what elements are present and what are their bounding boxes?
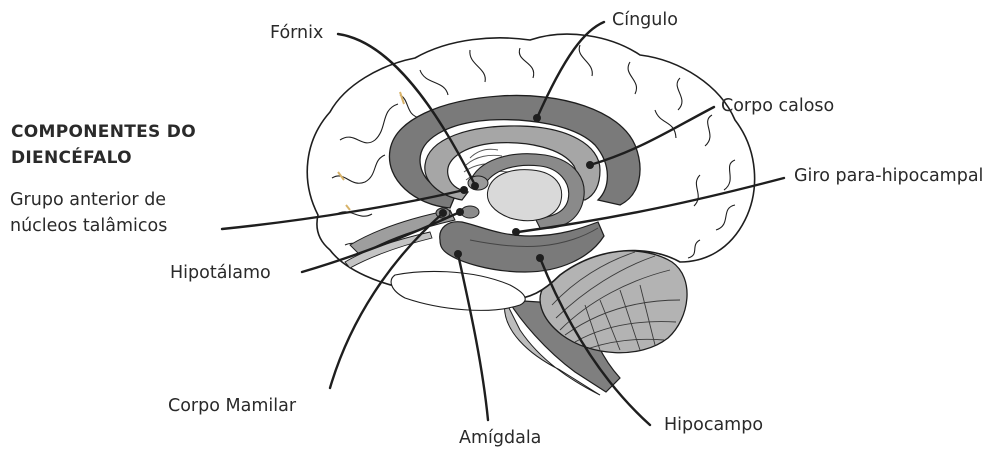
label-hipotalamo: Hipotálamo — [170, 265, 271, 283]
label-corpo-caloso: Corpo caloso — [721, 98, 834, 116]
section-heading-line2: DIENCÉFALO — [11, 150, 132, 167]
label-fornix: Fórnix — [270, 25, 323, 43]
section-heading-line1: COMPONENTES DO — [11, 124, 196, 141]
marker-amigdala — [454, 250, 462, 258]
marker-grupo-anterior — [460, 186, 468, 194]
marker-fornix — [471, 182, 479, 190]
marker-giro — [512, 228, 520, 236]
marker-hipotalamo — [456, 208, 464, 216]
label-hipocampo: Hipocampo — [664, 417, 763, 435]
marker-corpo-caloso — [586, 161, 594, 169]
label-grupo-anterior-line2: núcleos talâmicos — [10, 218, 167, 236]
label-giro-para-hipocampal: Giro para-hipocampal — [794, 168, 983, 186]
label-grupo-anterior-line1: Grupo anterior de — [10, 192, 166, 210]
label-corpo-mamilar: Corpo Mamilar — [168, 398, 296, 416]
label-amigdala: Amígdala — [459, 430, 541, 448]
marker-cingulo — [533, 114, 541, 122]
marker-hipocampo — [536, 254, 544, 262]
marker-corpo-mamilar — [439, 209, 447, 217]
label-cingulo: Cíngulo — [612, 12, 678, 30]
